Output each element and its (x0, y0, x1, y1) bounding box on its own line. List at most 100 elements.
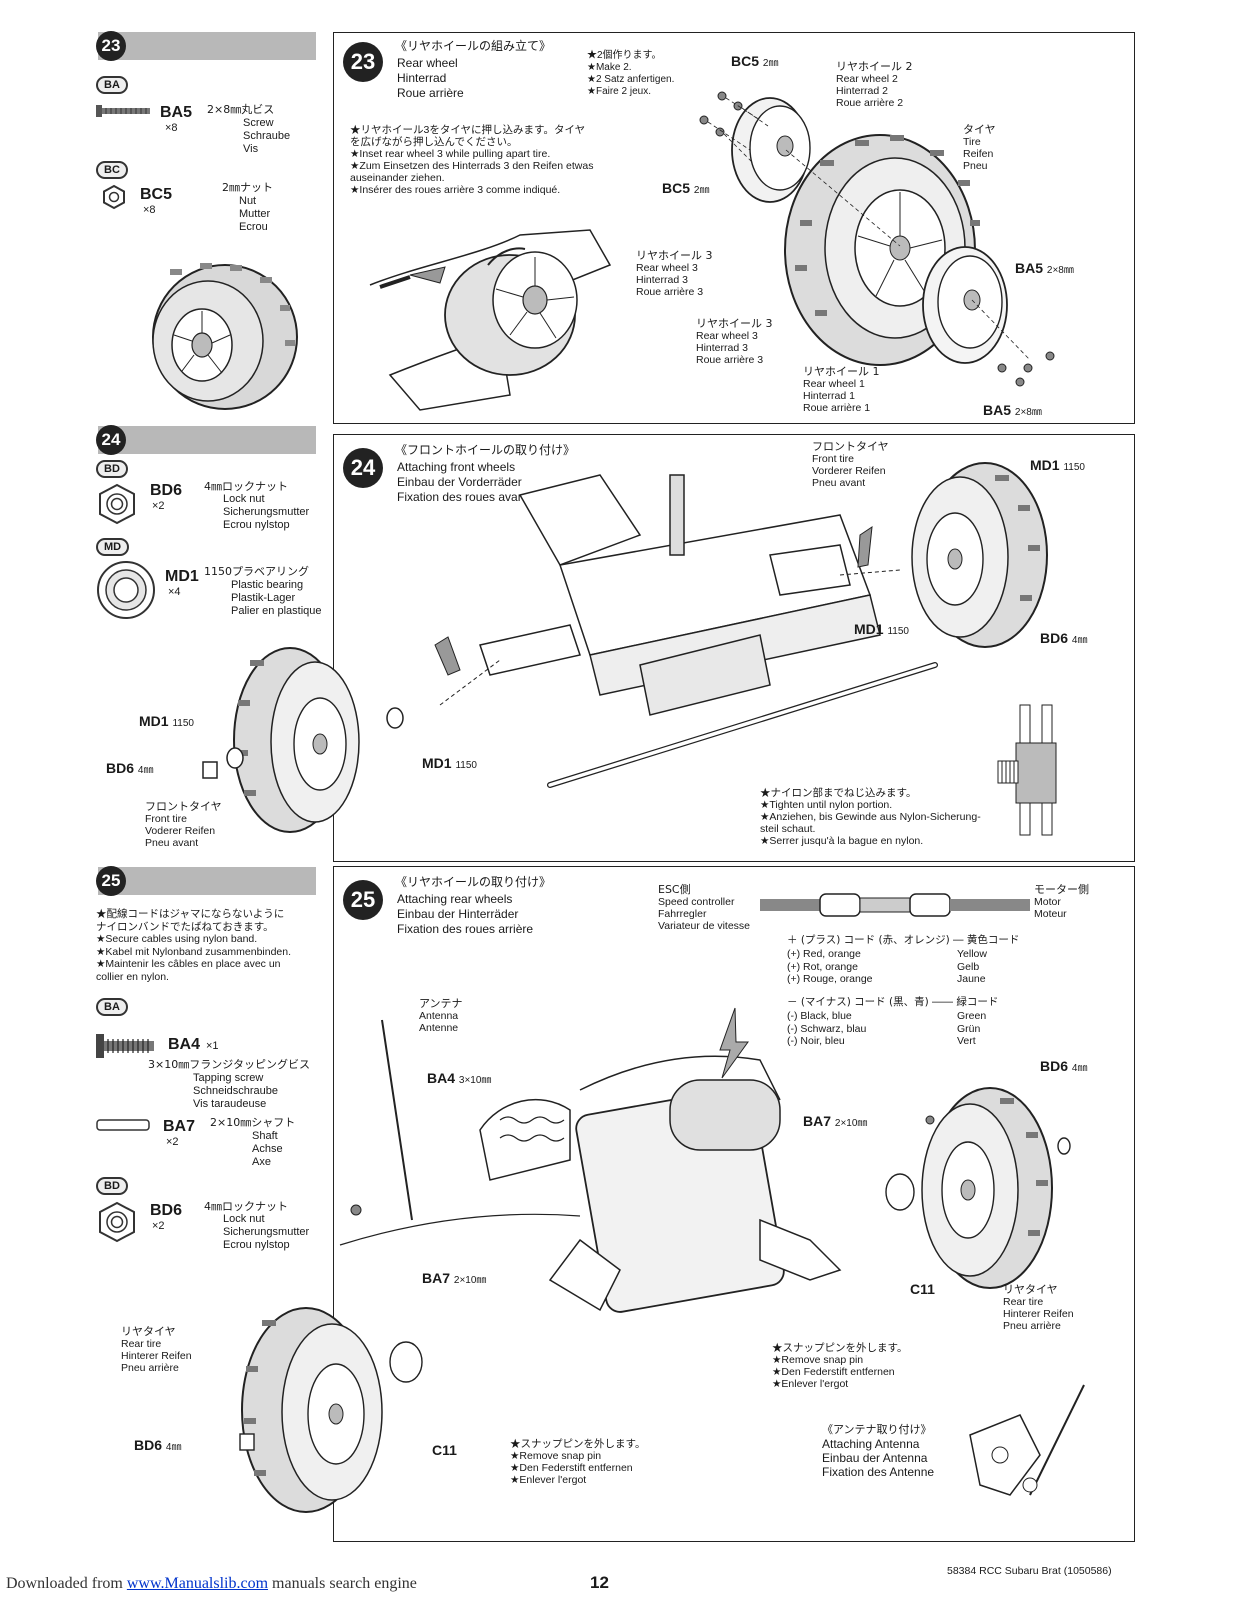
part-bd6-25-size: 4㎜ロックナット (204, 1200, 288, 1213)
lock-nut-icon (99, 483, 135, 525)
part-ba5-size: 2×8㎜丸ビス (207, 103, 275, 116)
label-ba4: BA4 3×10㎜ (427, 1070, 492, 1086)
label-ba7-right: BA7 2×10㎜ (803, 1113, 868, 1129)
step-24-panel-badge: 24 (343, 448, 383, 488)
step-23-note: ★リヤホイール3をタイヤに押し込みます。タイヤを広げながら押し込んでください。★… (350, 124, 594, 196)
part-bd6-25-name: BD6 (150, 1202, 183, 1219)
rear-gearbox-illustration (339, 1007, 935, 1313)
part-ba4-size: 3×10㎜フランジタッピングビス (148, 1058, 310, 1071)
manualslib-link[interactable]: www.Manualslib.com (126, 1575, 269, 1592)
minus-cord-title: － (マイナス) コード (黒、青) ―― 緑コード (787, 996, 999, 1008)
shaft-icon (96, 1119, 150, 1131)
label-bd6-left: BD6 4㎜ (106, 760, 154, 776)
step-25-header-bar (98, 867, 316, 895)
part-ba5-name: BA5 (160, 104, 193, 121)
step-24-tighten-note: ★ナイロン部までねじ込みます。★Tighten until nylon port… (760, 787, 981, 847)
part-md1-qty: ×4 (168, 586, 181, 598)
part-bc5-qty: ×8 (143, 204, 156, 216)
document-code: 58384 RCC Subaru Brat (1050586) (947, 1565, 1112, 1577)
label-c11-left: C11 (432, 1442, 457, 1458)
rear-wheel-exploded-view (699, 91, 1055, 387)
footer-download-line: Downloaded from www.Manualslib.com manua… (6, 1575, 417, 1593)
label-bc5-top: BC5 2㎜ (731, 53, 779, 69)
step-23-title-jp: 《リヤホイールの組み立て》 (395, 39, 552, 53)
label-md1-mid-right: MD1 1150 (854, 621, 909, 637)
label-bd6-right-25: BD6 4㎜ (1040, 1058, 1088, 1074)
part-bc5-size: 2㎜ナット (222, 181, 273, 194)
part-bd6-name: BD6 (150, 482, 183, 499)
front-suspension-illustration (434, 474, 938, 788)
step-25-badge: 25 (96, 866, 126, 896)
snap-pin-note-right: ★スナップピンを外します。★Remove snap pin★Den Feders… (772, 1342, 908, 1390)
front-wheel-right (911, 462, 1048, 648)
label-ba5-b: BA5 2×8㎜ (983, 402, 1042, 418)
part-code-bd-25: BD (96, 1177, 128, 1195)
rear-wheel-left (239, 1307, 423, 1513)
plus-cord-title: ＋ (プラス) コード (赤、オレンジ) ― 黄色コード (787, 934, 1020, 946)
lock-nut-icon-25 (99, 1201, 135, 1243)
part-code-bc: BC (96, 161, 128, 179)
part-code-ba: BA (96, 76, 128, 94)
antenna-attach-inset (969, 1384, 1085, 1496)
step-23-header-bar (98, 32, 316, 60)
nut-detail-inset (997, 704, 1057, 836)
part-md1-name: MD1 (165, 568, 199, 585)
label-md1-left: MD1 1150 (139, 713, 194, 729)
label-md1-center: MD1 1150 (422, 755, 477, 771)
part-ba5-qty: ×8 (165, 122, 178, 134)
wiring-connector-diagram (760, 893, 1030, 917)
step-24-title-jp: 《フロントホイールの取り付け》 (395, 443, 576, 457)
front-wheel-left (233, 647, 360, 833)
step-23-make: ★2個作ります。★Make 2.★2 Satz anfertigen.★Fair… (587, 50, 675, 97)
part-bd6-qty: ×2 (152, 500, 165, 512)
step-24-badge: 24 (96, 425, 126, 455)
nut-icon (103, 184, 125, 210)
step-25-panel-badge: 25 (343, 880, 383, 920)
rear-wheel-right (885, 1087, 1071, 1289)
finished-rear-wheel-illustration (152, 263, 298, 410)
plastic-bearing-icon (97, 561, 155, 619)
label-bd6-left-25: BD6 4㎜ (134, 1437, 182, 1453)
wheel-insertion-illustration (369, 229, 612, 411)
part-ba7-name: BA7 (163, 1118, 196, 1135)
part-code-ba-25: BA (96, 998, 128, 1016)
part-ba7-size: 2×10㎜シャフト (210, 1116, 296, 1129)
part-bc5-name: BC5 (140, 186, 173, 203)
part-bd6-25-qty: ×2 (152, 1220, 165, 1232)
part-bd6-size: 4㎜ロックナット (204, 480, 288, 493)
part-ba4-qty: ×1 (206, 1040, 219, 1052)
page-number: 12 (590, 1573, 609, 1592)
step-24-header-bar (98, 426, 316, 454)
label-c11-right: C11 (910, 1281, 935, 1297)
footer-downloaded-text: Downloaded from (6, 1575, 123, 1592)
part-md1-size: 1150プラベアリング (204, 565, 309, 578)
step-25-title-jp: 《リヤホイールの取り付け》 (395, 875, 552, 889)
label-md1-top-right: MD1 1150 (1030, 457, 1085, 473)
footer-engine-text: manuals search engine (272, 1575, 417, 1592)
part-ba4-name: BA4 (168, 1036, 201, 1053)
screw-icon (96, 105, 150, 117)
part-ba7-qty: ×2 (166, 1136, 179, 1148)
label-ba7-left: BA7 2×10㎜ (422, 1270, 487, 1286)
